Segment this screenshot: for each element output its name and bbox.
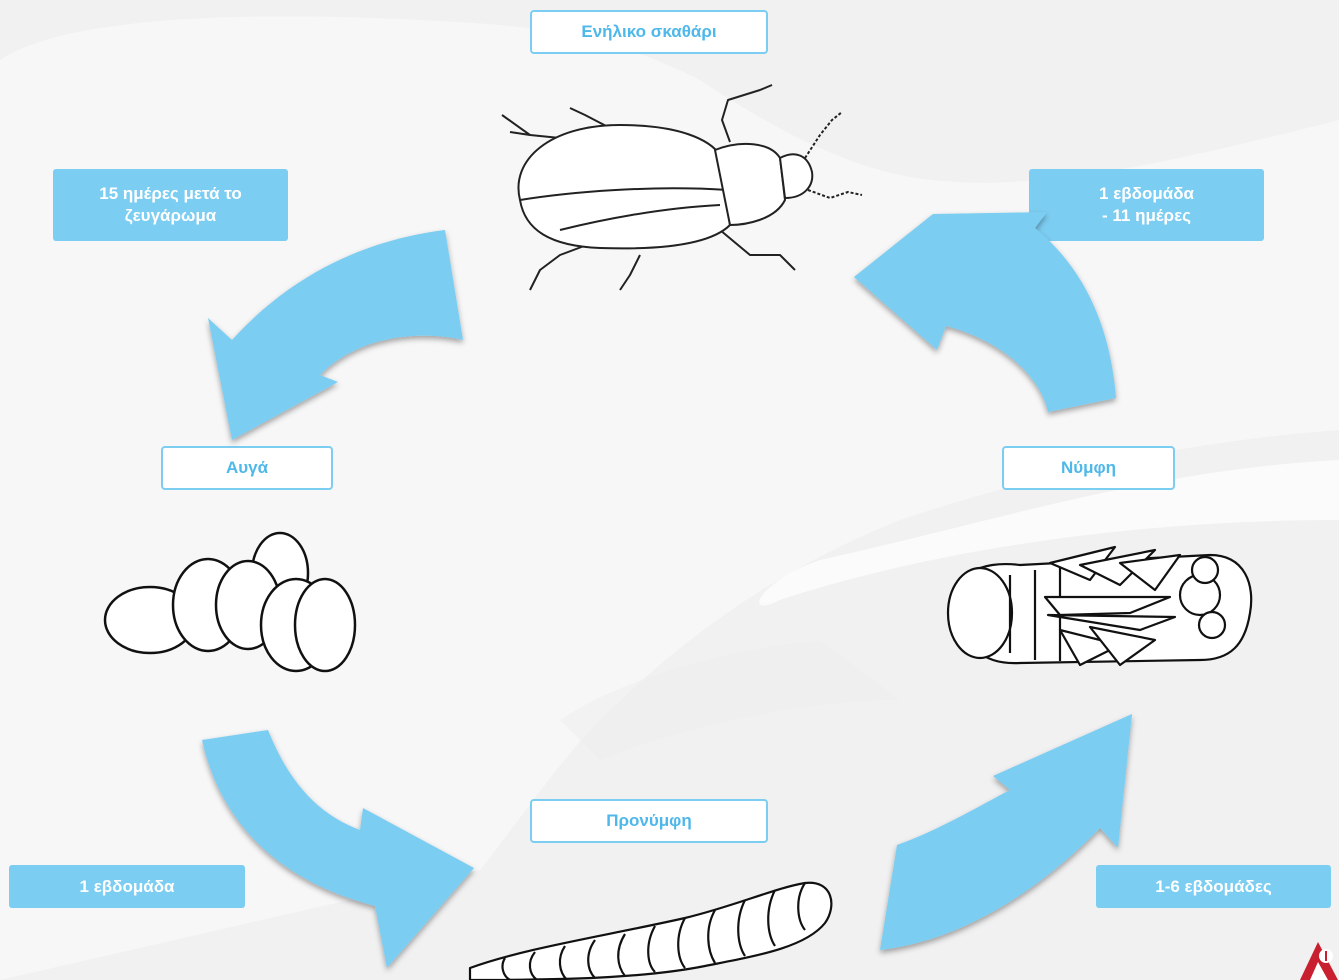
logo-icon: [1296, 936, 1339, 980]
larva-icon: [465, 868, 840, 980]
eggs-icon: [100, 525, 362, 675]
beetle-icon: [490, 80, 870, 300]
pupa-icon: [940, 535, 1260, 685]
